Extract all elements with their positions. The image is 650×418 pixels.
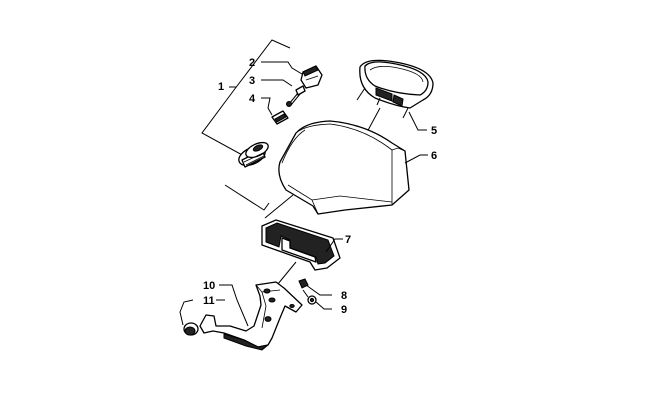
callout-8: 8 [341,290,347,302]
clip-part [271,110,289,125]
callout-2: 2 [249,57,255,69]
leader-2 [261,61,303,75]
gauge-part [356,59,434,119]
bezel-part [261,219,341,271]
leader-8 [305,284,332,296]
centerline-6-7 [264,194,294,219]
key-head-part [300,65,323,89]
callout-3: 3 [249,75,255,87]
mounting-bracket-part [199,281,303,351]
callout-11: 11 [203,295,215,307]
leader-7 [325,238,343,253]
callout-5: 5 [431,125,437,137]
leader-9 [315,301,332,310]
plug-part [183,322,199,336]
leader-3 [261,79,293,87]
callout-9: 9 [341,304,347,316]
dash-housing-part [278,120,410,215]
callout-1: 1 [218,81,224,93]
centerline-9 [302,289,309,298]
callout-6: 6 [431,150,437,162]
screw-part [307,295,317,305]
leader-6 [404,154,428,164]
group-bracket-1 [201,39,291,211]
callout-4: 4 [249,93,256,105]
leader-10 [219,284,249,327]
leader-5 [408,111,427,131]
callout-10: 10 [203,280,215,292]
key-blade-part [286,85,306,107]
leader-11 [179,299,194,326]
callout-7: 7 [345,234,351,246]
grommet-part [298,278,309,289]
ignition-switch-part [238,141,269,168]
leader-4 [261,97,273,116]
